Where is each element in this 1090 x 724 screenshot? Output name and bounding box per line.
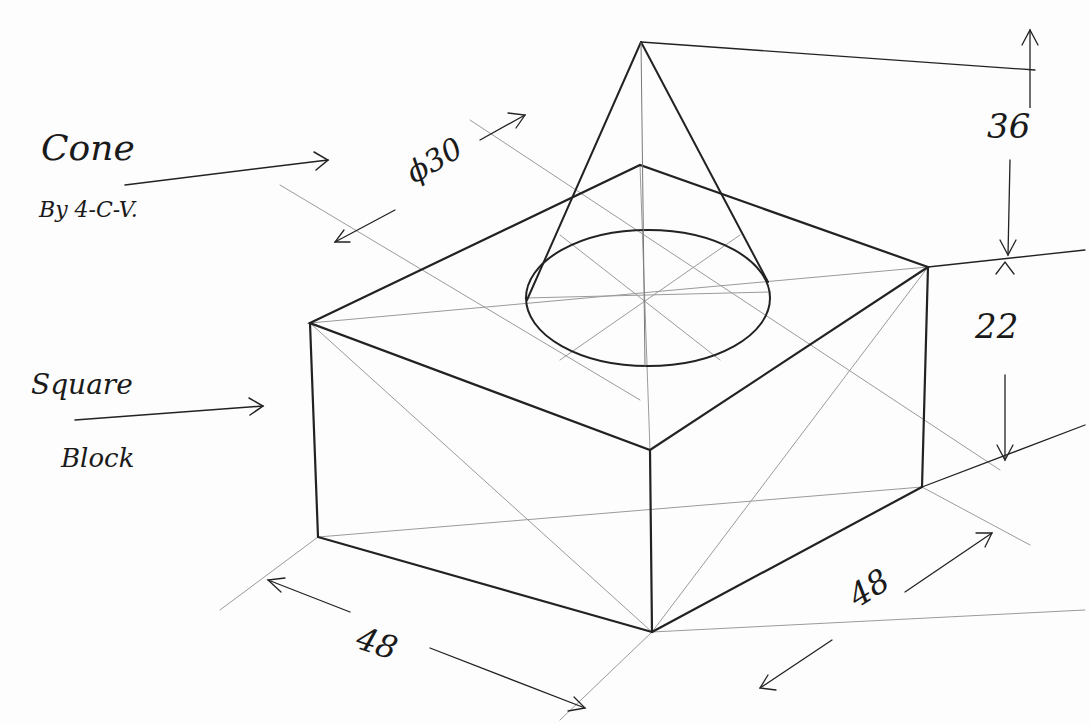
dimension-value: 48 bbox=[349, 620, 404, 668]
part-name: Square bbox=[28, 370, 136, 401]
dimension-value: 36 bbox=[984, 108, 1033, 145]
method-note: By 4-C-V. bbox=[36, 198, 141, 222]
dimension-value: ϕ30 bbox=[398, 130, 470, 191]
dimension-value: 22 bbox=[972, 308, 1021, 345]
dimension-value: 48 bbox=[840, 561, 898, 616]
part-name: Block bbox=[58, 444, 137, 473]
part-name: Cone bbox=[38, 128, 138, 168]
